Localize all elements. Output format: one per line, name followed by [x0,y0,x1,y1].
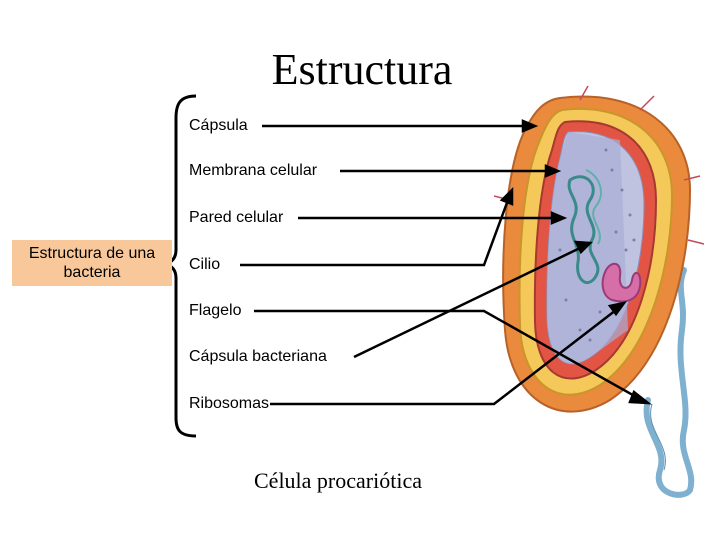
part-label-cilio: Cilio [189,256,221,274]
part-label-flagelo: Flagelo [189,302,242,320]
diagram-caption: Célula procariótica [254,468,422,493]
root-node: Estructura de una bacteria [12,240,172,286]
part-label-capsula-bacteriana: Cápsula bacteriana [189,348,327,366]
part-label-ribosomas: Ribosomas [189,395,270,412]
part-label-capsula: Cápsula [189,117,248,135]
part-label-pared-celular: Pared celular [189,209,284,227]
mesosome [601,262,642,303]
connector-lines [240,119,652,406]
root-label: Estructura de una bacteria [28,245,156,281]
dna-coil [567,175,600,284]
flagellum-shape [643,267,695,498]
page-title: Estructura [271,45,453,94]
part-label-membrana-celular: Membrana celular [189,162,318,180]
